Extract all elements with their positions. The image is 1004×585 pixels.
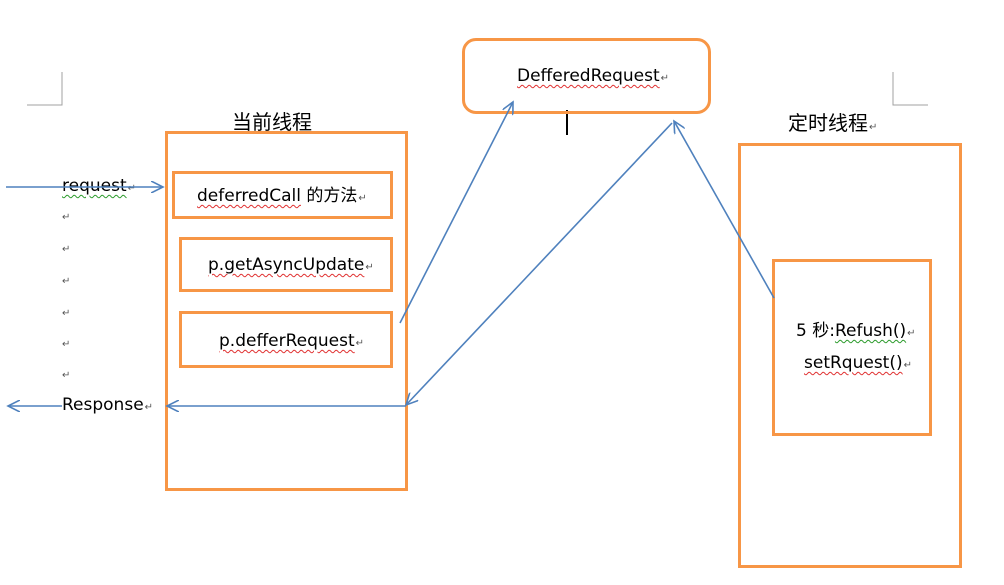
- deferred-call-method-box: [172, 171, 393, 219]
- deffer-request-box: [179, 311, 393, 368]
- paragraph-mark: ↵: [62, 308, 71, 319]
- timer-task-box: [772, 259, 932, 436]
- timer-refresh-line: 5 秒:Refush()↵: [796, 321, 916, 341]
- paragraph-mark: ↵: [62, 212, 71, 223]
- paragraph-mark: ↵: [62, 370, 71, 381]
- page-margin-mark-right: [892, 72, 928, 106]
- current-thread-title: 当前线程: [232, 110, 312, 134]
- page-margin-mark-left: [27, 72, 63, 106]
- timer-thread-box: [738, 143, 962, 568]
- timer-set-request-line: setRquest()↵: [804, 353, 912, 373]
- deferred-request-box: [462, 38, 711, 114]
- paragraph-mark: ↵: [62, 339, 71, 350]
- timer-thread-title: 定时线程↵: [788, 111, 878, 135]
- paragraph-mark: ↵: [62, 244, 71, 255]
- get-async-update-box: [179, 237, 393, 292]
- deferred-to-response-arrow: [406, 122, 673, 405]
- deferred-call-method-label: deferredCall 的方法↵: [197, 186, 367, 206]
- deffer-request-label: p.defferRequest↵: [219, 331, 365, 351]
- timer-to-deferred-arrow: [674, 121, 775, 299]
- response-label: Response↵: [62, 395, 154, 415]
- deferred-request-label: DefferedRequest↵: [517, 66, 670, 86]
- paragraph-mark: ↵: [62, 276, 71, 287]
- request-label: request↵: [62, 176, 137, 196]
- get-async-update-label: p.getAsyncUpdate↵: [208, 255, 374, 275]
- deffer-request-to-deferred-arrow: [399, 102, 513, 324]
